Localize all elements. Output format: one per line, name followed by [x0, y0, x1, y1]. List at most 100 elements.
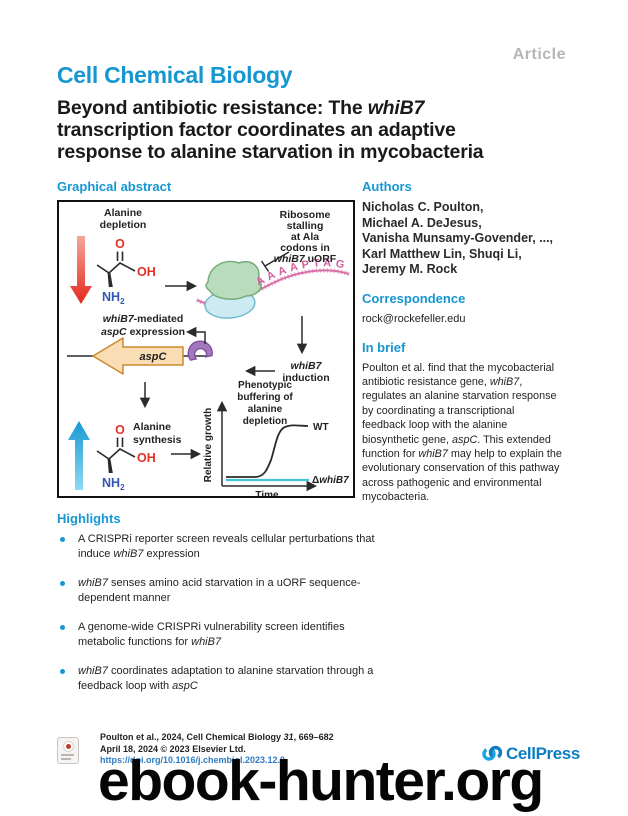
ribosome-large-subunit	[205, 260, 262, 300]
ribosome-stalling-label: at Ala	[291, 231, 319, 243]
alanine-depletion-label: Alanine	[104, 207, 142, 219]
synthesis-up-arrow	[68, 421, 90, 490]
brief-gene-italic: whiB7	[489, 375, 520, 388]
highlight-item: whiB7 coordinates adaptation to alanine …	[57, 664, 377, 694]
author-line: Vanisha Munsamy-Govender, ...,	[362, 231, 554, 245]
paper-title: Beyond antibiotic resistance: The whiB7 …	[57, 97, 537, 163]
title-part: transcription factor coordinates an adap…	[57, 119, 456, 141]
ribosome-stalling-label: codons in	[280, 242, 330, 254]
graphical-abstract-figure: Alanine depletion O OH NH2	[57, 200, 355, 501]
highlight-text: dependent manner	[78, 592, 171, 604]
alanine-synthesis-label: Alanine	[133, 421, 171, 433]
highlight-gene-italic: whiB7	[113, 548, 144, 560]
journal-title: Cell Chemical Biology	[57, 62, 293, 88]
ribosome-stalling-label: Ribosome	[280, 209, 331, 221]
author-line: Jeremy M. Rock	[362, 262, 458, 276]
hydroxyl-label: OH	[137, 265, 156, 279]
info-column: Authors Nicholas C. Poulton, Michael A. …	[362, 179, 574, 505]
graph-title: Phenotypic	[238, 380, 292, 391]
brief-part: evolutionary conservation of this pathwa…	[362, 462, 560, 475]
bullet-dot	[60, 537, 65, 542]
brief-part: antibiotic resistance gene,	[362, 375, 490, 388]
depletion-down-arrow	[70, 236, 92, 304]
mutant-curve-label: ΔwhiB7	[312, 475, 349, 486]
title-part: Beyond antibiotic resistance: The	[57, 97, 368, 119]
highlights-heading: Highlights	[57, 511, 121, 526]
graph-x-label: Time	[255, 490, 279, 496]
highlight-text: A CRISPRi reporter screen reveals cellul…	[78, 533, 375, 545]
authors-list: Nicholas C. Poulton, Michael A. DeJesus,…	[362, 200, 574, 278]
graph-title: depletion	[243, 416, 287, 427]
highlight-gene-italic: whiB7	[78, 665, 108, 677]
brief-part: may help to explain the	[447, 447, 562, 460]
highlight-text: metabolic functions for	[78, 636, 192, 648]
highlight-text: coordinates adaptation to alanine starva…	[107, 665, 374, 677]
inhibition-bar	[264, 251, 290, 267]
ebook-hunter-watermark: ebook-hunter.org	[98, 749, 544, 813]
wt-growth-curve	[226, 424, 309, 478]
brief-part: mycobacteria.	[362, 491, 430, 504]
badge-text-line	[61, 754, 74, 756]
amine-label: NH2	[102, 290, 125, 306]
check-for-updates-badge[interactable]	[57, 737, 79, 764]
highlight-text: senses amino acid starvation in a uORF s…	[107, 577, 361, 589]
graphical-abstract-svg: Alanine depletion O OH NH2	[67, 207, 350, 501]
author-line: Michael A. DeJesus,	[362, 215, 482, 230]
title-gene-italic: whiB7	[367, 97, 425, 119]
alanine-depletion-label: depletion	[100, 219, 147, 231]
highlight-text: expression	[143, 548, 200, 560]
bullet-dot	[60, 581, 65, 586]
oxygen-label: O	[115, 237, 125, 251]
author-line: Karl Matthew Lin, Shuqi Li,	[362, 246, 522, 261]
in-brief-heading: In brief	[362, 339, 406, 355]
ribosome-stalling-label: stalling	[287, 220, 324, 232]
authors-heading: Authors	[362, 179, 412, 194]
whib7-mediated-label: whiB7-mediated	[103, 313, 184, 325]
aspc-gene-label: aspC	[140, 351, 168, 363]
whib7-induction-label: whiB7	[291, 360, 323, 372]
crossmark-icon	[63, 741, 74, 752]
wedge-bond	[107, 273, 113, 287]
citation-pages: , 669–682	[293, 732, 334, 742]
highlight-text: feedback loop with	[78, 680, 173, 692]
doi-link[interactable]: https://doi.org/10.1016/j.chembiol.2023.…	[100, 755, 286, 765]
author-line: Nicholas C. Poulton,	[362, 200, 484, 214]
brief-part: biosynthetic gene,	[362, 433, 453, 446]
graph-title: buffering of	[237, 392, 293, 403]
highlights-section: Highlights A CRISPRi reporter screen rev…	[57, 511, 377, 708]
graphical-abstract-heading: Graphical abstract	[57, 179, 172, 194]
flow-arrow-elbow	[185, 326, 206, 344]
whib7-induction-label: induction	[282, 372, 329, 384]
aspc-gene-arrow	[92, 337, 184, 375]
badge-text-line	[61, 758, 71, 760]
alanine-synthesis-label: synthesis	[133, 434, 182, 446]
highlight-text: A genome-wide CRISPRi vulnerability scre…	[78, 621, 345, 633]
alanine-molecule: O OH NH2	[96, 237, 156, 306]
in-brief-paragraph: Poulton et al. find that the mycobacteri…	[362, 361, 574, 505]
wt-curve-label: WT	[313, 422, 329, 433]
brief-gene-italic: whiB7	[418, 447, 448, 460]
correspondence-heading: Correspondence	[362, 290, 466, 306]
brief-gene-italic: aspC	[452, 433, 478, 446]
brief-part: regulates an alanine starvation response	[362, 390, 557, 403]
brief-part: across pathogenic and environmental	[362, 476, 542, 489]
brief-part: by coordinating a transcriptional	[362, 404, 515, 417]
whib7-mediated-label: aspC expression	[101, 326, 185, 338]
highlight-gene-italic: whiB7	[78, 577, 108, 589]
carbon-skeleton	[96, 262, 136, 275]
highlight-item: A CRISPRi reporter screen reveals cellul…	[57, 532, 377, 562]
highlight-item: whiB7 senses amino acid starvation in a …	[57, 576, 377, 606]
citation-text: Poulton et al., 2024, Cell Chemical Biol…	[100, 732, 284, 742]
highlight-text: induce	[78, 548, 114, 560]
bullet-dot	[60, 669, 65, 674]
correspondence-email-link[interactable]: rock@rockefeller.edu	[362, 312, 466, 325]
highlights-list: A CRISPRi reporter screen reveals cellul…	[57, 532, 377, 694]
brief-part: Poulton et al. find that the mycobacteri…	[362, 361, 555, 374]
graph-y-label: Relative growth	[203, 408, 214, 482]
whib7-protein	[187, 340, 213, 361]
highlight-gene-italic: whiB7	[191, 636, 222, 648]
ribosome-stalling-label: whiB7 uORF	[274, 253, 337, 265]
title-part: response to alanine starvation in mycoba…	[57, 141, 484, 163]
highlight-item: A genome-wide CRISPRi vulnerability scre…	[57, 620, 377, 650]
